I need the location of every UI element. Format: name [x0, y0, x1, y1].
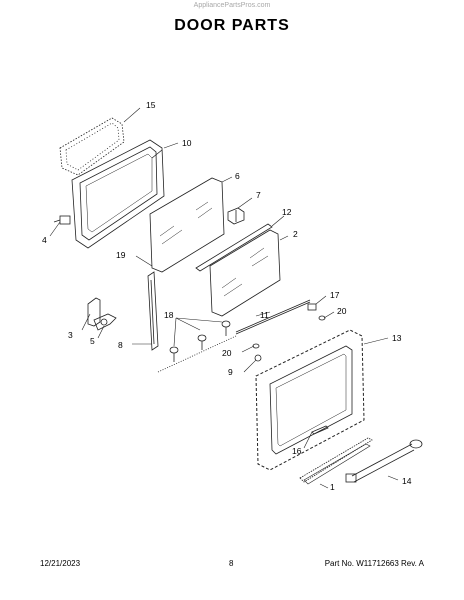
- part-3-door-hinge: [87, 297, 117, 331]
- watermark: AppliancePartsPros.com: [193, 2, 271, 9]
- callout-9: 9: [228, 367, 233, 377]
- callout-8: 8: [118, 340, 123, 350]
- callout-13: 13: [392, 333, 402, 343]
- callout-11: 11: [260, 310, 269, 320]
- callout-20: 20: [337, 306, 347, 316]
- callout-labels: 15 10 4 6 7 12 2 19 3 5 8 18 11 17 20 20…: [42, 100, 412, 492]
- part-6-glass-panel: [149, 177, 225, 273]
- part-17-pin: [252, 303, 326, 362]
- callout-12: 12: [282, 207, 292, 217]
- callout-7: 7: [256, 190, 261, 200]
- callout-3: 3: [68, 330, 73, 340]
- callout-5: 5: [90, 336, 95, 346]
- footer-date: 12/21/2023: [40, 559, 81, 568]
- part-15-gasket: [59, 117, 125, 176]
- part-7-glass-clip: [227, 207, 245, 225]
- callout-6: 6: [235, 171, 240, 181]
- part-13-outer-door: [255, 329, 365, 471]
- callout-10: 10: [182, 138, 192, 148]
- callout-2: 2: [293, 229, 298, 239]
- leader-lines: [49, 107, 399, 489]
- part-14-door-handle: [345, 439, 423, 483]
- part-11-rod: [235, 299, 311, 335]
- part-12-strip: [195, 223, 273, 272]
- page-title: DOOR PARTS: [174, 17, 290, 34]
- callout-17: 17: [330, 290, 340, 300]
- part-10-inner-door-frame: [71, 139, 165, 249]
- part-1-vent-trim: [299, 437, 373, 485]
- callout-1: 1: [330, 482, 335, 492]
- callout-19: 19: [116, 250, 126, 260]
- callout-14: 14: [402, 476, 412, 486]
- part-16-vent: [311, 425, 329, 435]
- part-8-side-channel: [147, 271, 159, 351]
- footer-page-number: 8: [229, 559, 234, 568]
- callout-20-b: 20: [222, 348, 232, 358]
- footer-part-number: Part No. W11712663 Rev. A: [324, 559, 424, 568]
- part-2-inner-glass: [209, 229, 281, 317]
- callout-15: 15: [146, 100, 156, 110]
- callout-4: 4: [42, 235, 47, 245]
- callout-18: 18: [164, 310, 174, 320]
- callout-16: 16: [292, 446, 302, 456]
- part-4-hinge: [53, 215, 71, 225]
- part-18-screws: [157, 320, 237, 373]
